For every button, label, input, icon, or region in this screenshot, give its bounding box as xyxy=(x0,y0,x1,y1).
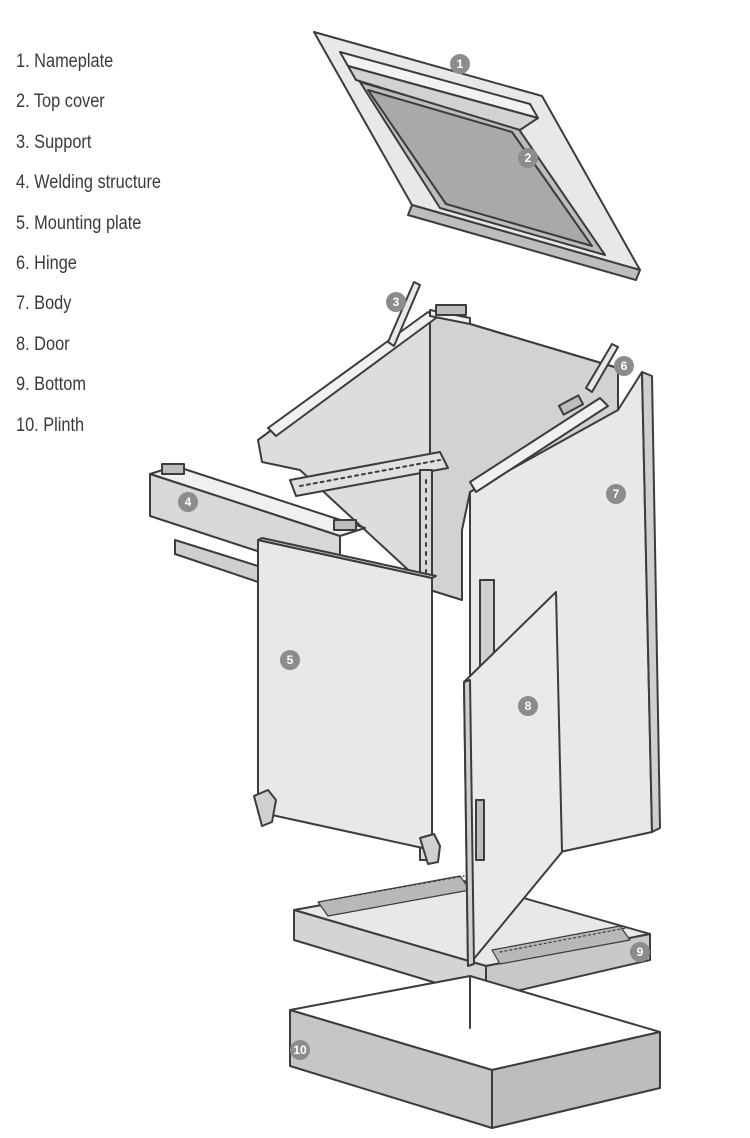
body xyxy=(257,304,661,861)
callout-label: 8 xyxy=(525,699,532,713)
legend-item-nameplate: 1. Nameplate xyxy=(16,51,114,72)
plinth xyxy=(289,975,661,1129)
legend-label: Bottom xyxy=(34,374,86,396)
mounting-plate xyxy=(253,537,441,865)
callout-mounting-plate: 5 xyxy=(280,650,300,670)
legend-number: 10 xyxy=(16,414,35,436)
hinge-icon xyxy=(435,304,585,416)
legend-label: Hinge xyxy=(34,252,77,274)
callout-label: 1 xyxy=(457,57,464,71)
callout-label: 6 xyxy=(621,359,628,373)
legend-label: Plinth xyxy=(43,414,85,436)
legend-item-mounting-plate: 5. Mounting plate xyxy=(16,212,142,234)
nameplate-icon xyxy=(339,51,539,131)
callout-plinth: 10 xyxy=(290,1040,310,1060)
bottom-grid-icon xyxy=(317,875,631,965)
top-cover xyxy=(313,31,641,281)
lock-icon xyxy=(475,799,485,861)
callout-nameplate: 1 xyxy=(450,54,470,74)
callout-body: 7 xyxy=(606,484,626,504)
callout-label: 9 xyxy=(637,945,644,959)
legend-number: 3 xyxy=(16,131,26,153)
callout-label: 4 xyxy=(185,495,192,509)
legend-item-door: 8. Door xyxy=(16,333,70,355)
callout-bottom: 9 xyxy=(630,942,650,962)
callout-top-cover: 2 xyxy=(518,148,538,168)
legend-item-welding-structure: 4. Welding structure xyxy=(16,172,162,194)
legend-label: Mounting plate xyxy=(34,212,142,234)
parts-legend: 1. Nameplate 2. Top cover 3. Support 4. … xyxy=(16,48,185,452)
legend-label: Nameplate xyxy=(34,51,114,72)
callout-label: 5 xyxy=(287,653,294,667)
callout-door: 8 xyxy=(518,696,538,716)
legend-number: 8 xyxy=(16,333,26,355)
legend-number: 7 xyxy=(16,293,26,315)
legend-number: 1 xyxy=(16,51,26,72)
mounting-bracket-icon xyxy=(253,789,441,865)
legend-label: Support xyxy=(34,131,92,153)
legend-number: 2 xyxy=(16,91,26,113)
legend-item-body: 7. Body xyxy=(16,293,72,315)
legend-item-support: 3. Support xyxy=(16,131,92,153)
legend-number: 9 xyxy=(16,374,26,396)
callout-label: 7 xyxy=(613,487,620,501)
legend-label: Door xyxy=(34,333,70,355)
legend-label: Top cover xyxy=(33,91,105,113)
callout-label: 2 xyxy=(525,151,532,165)
legend-item-plinth: 10. Plinth xyxy=(16,414,85,436)
callout-hinge: 6 xyxy=(614,356,634,376)
legend-number: 6 xyxy=(16,252,26,274)
support-icon xyxy=(387,281,619,393)
legend-item-hinge: 6. Hinge xyxy=(16,252,77,274)
legend-item-top-cover: 2. Top cover xyxy=(16,91,105,113)
callout-label: 3 xyxy=(393,295,400,309)
callout-welding-structure: 4 xyxy=(178,492,198,512)
callout-support: 3 xyxy=(386,292,406,312)
legend-number: 5 xyxy=(16,212,26,234)
legend-number: 4 xyxy=(16,172,26,194)
legend-label: Body xyxy=(34,293,72,315)
legend-label: Welding structure xyxy=(34,172,162,194)
door xyxy=(463,591,563,967)
legend-item-bottom: 9. Bottom xyxy=(16,374,86,396)
callout-label: 10 xyxy=(293,1043,307,1057)
